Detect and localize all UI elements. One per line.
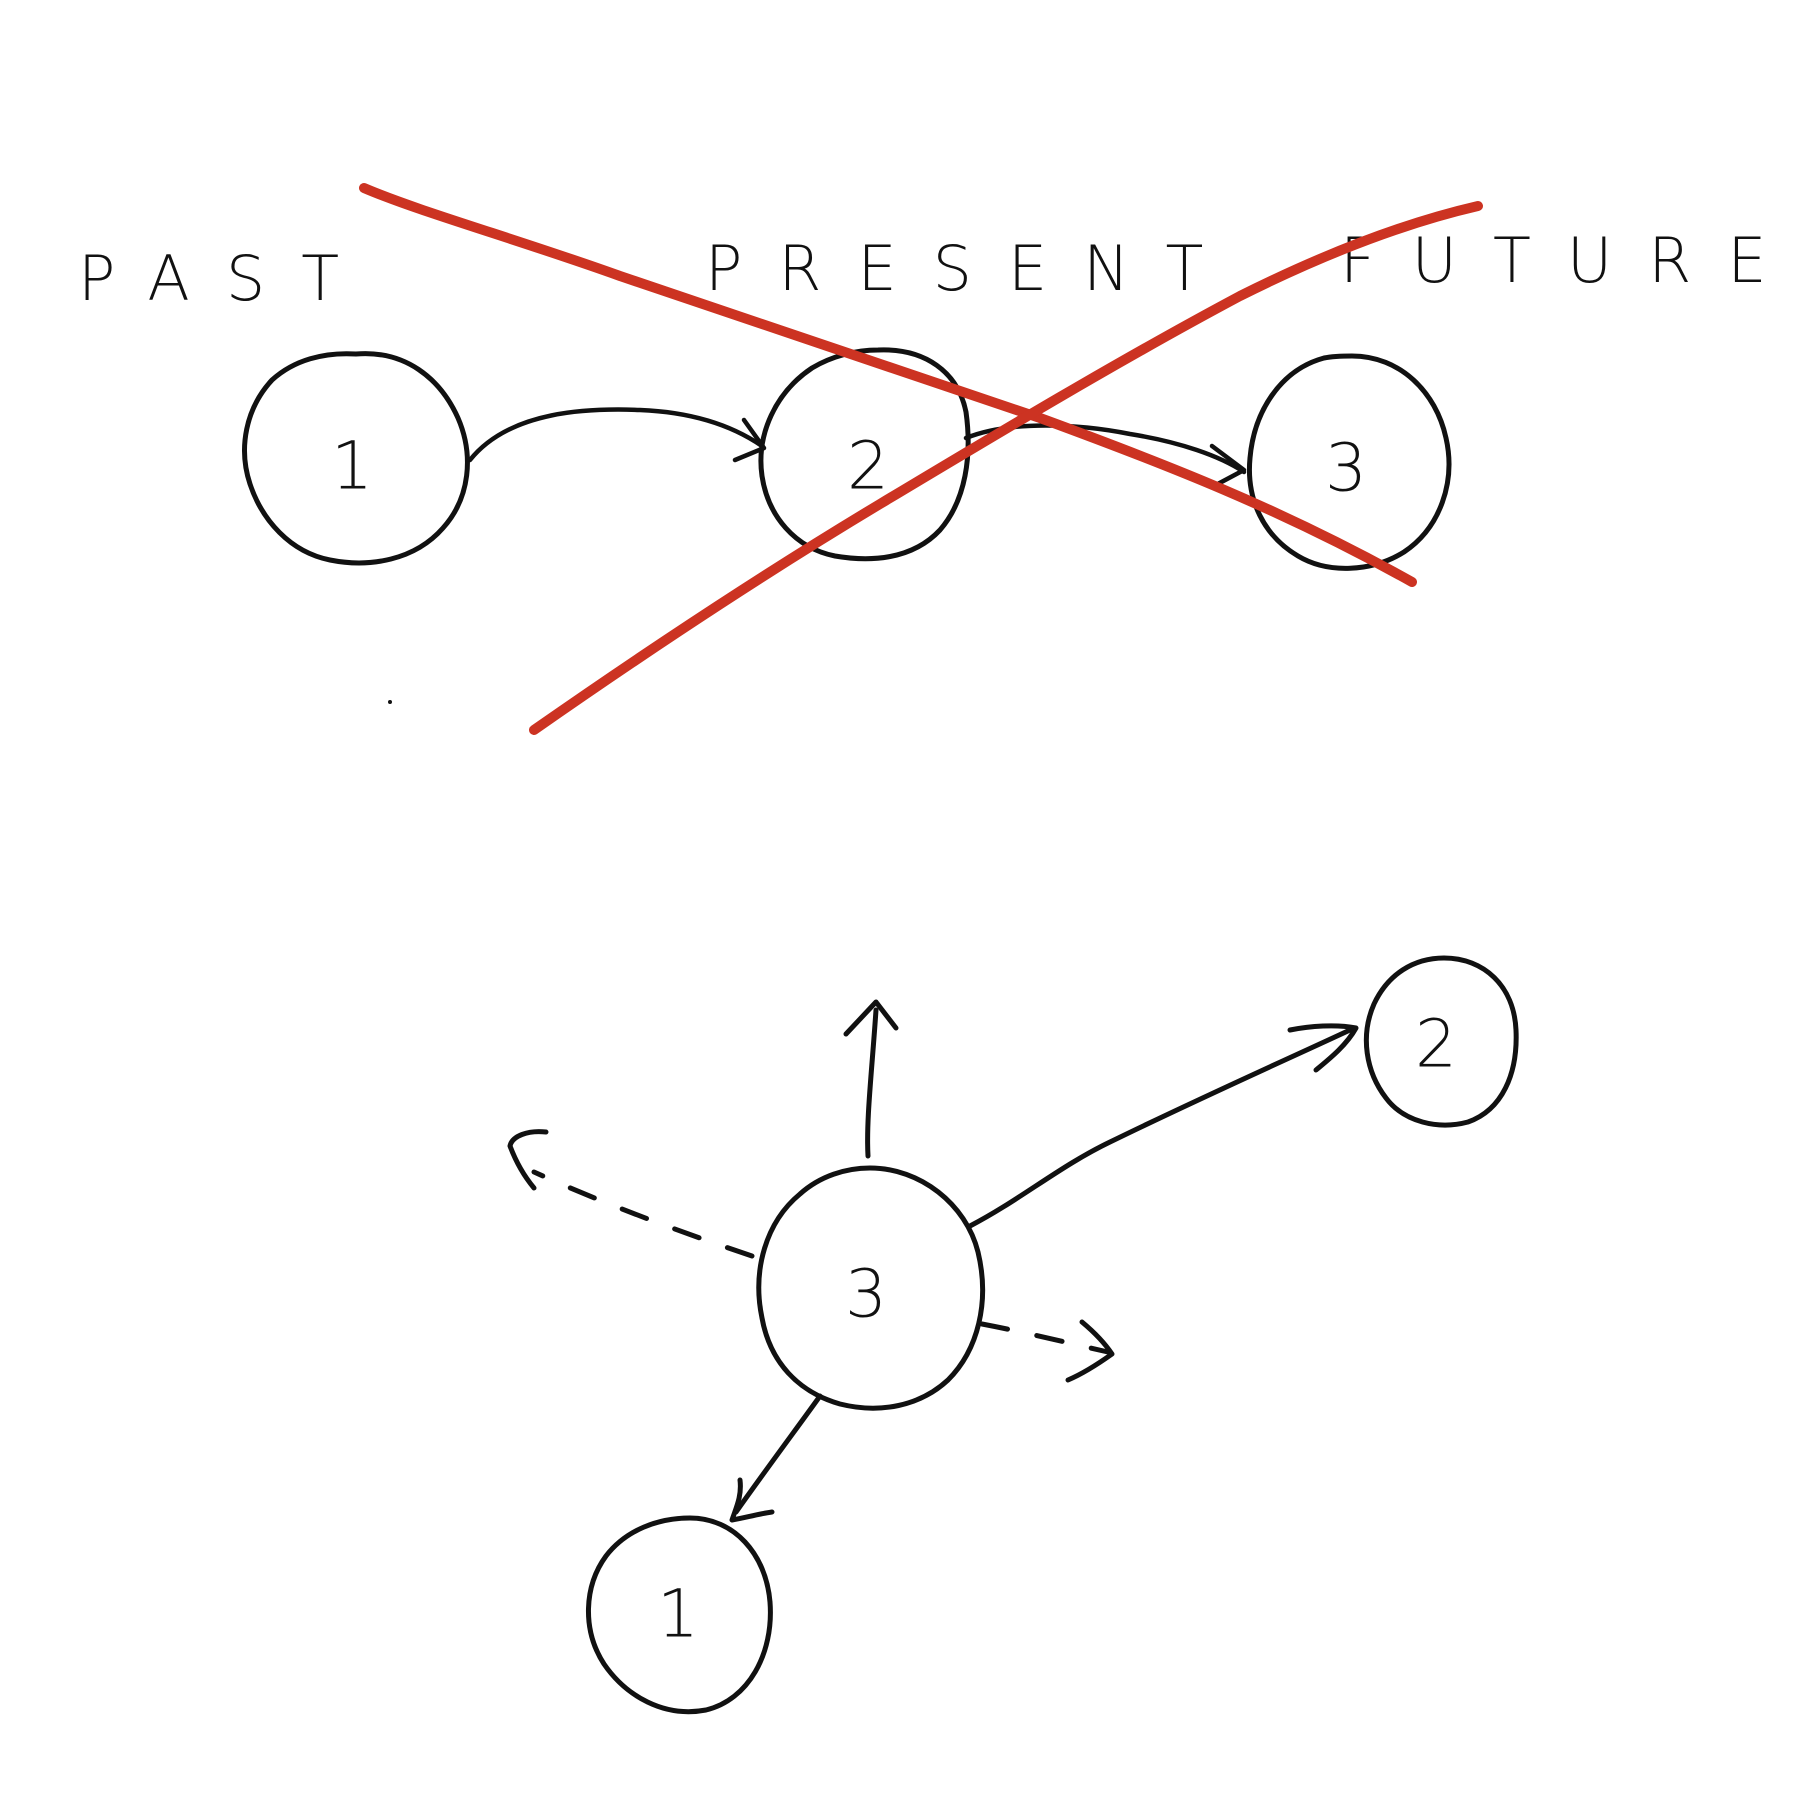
graph-arrow-up xyxy=(865,1007,879,1159)
graph-dashed-arrow-right xyxy=(979,1321,1111,1355)
stray-ink-dot xyxy=(388,700,392,704)
past-label: PAST xyxy=(78,242,375,315)
graph-node-1-circle xyxy=(586,1515,773,1715)
graph-center-node-circle xyxy=(756,1165,986,1411)
graph-arrowhead-to-node-1 xyxy=(729,1477,775,1523)
graph-node-2-label: 2 xyxy=(1415,1006,1457,1083)
graph-node-2-circle xyxy=(1363,955,1519,1128)
graph-arrowhead-to-node-2 xyxy=(1287,1023,1359,1073)
graph-center-node-label: 3 xyxy=(845,1256,887,1333)
graph-dashed-arrowhead-up-left xyxy=(507,1129,549,1191)
timeline-node-3-circle xyxy=(1246,353,1452,571)
graph-arrow-to-node-1 xyxy=(733,1393,823,1515)
graph-node-1-label: 1 xyxy=(657,1576,699,1653)
graph-arrow-to-node-2 xyxy=(967,1027,1353,1229)
timeline-node-3-label: 3 xyxy=(1325,430,1367,507)
graph-dashed-arrowhead-right xyxy=(1065,1319,1115,1383)
timeline-arrowhead-1-to-2 xyxy=(732,417,767,463)
timeline-node-2-label: 2 xyxy=(847,428,889,505)
timeline-arrow-1-to-2 xyxy=(467,407,765,463)
timeline-arrowhead-2-to-3 xyxy=(1209,443,1247,489)
timeline-node-2-circle xyxy=(758,347,971,562)
future-label: FUTURE xyxy=(1340,224,1803,297)
cross-out-stroke-ascending xyxy=(529,201,1483,735)
radial-graph: 3 2 1 xyxy=(388,700,1519,1715)
linear-timeline: PAST PRESENT FUTURE 1 2 3 xyxy=(78,183,1803,735)
cross-out-stroke-descending xyxy=(359,183,1417,587)
graph-arrowhead-up xyxy=(843,999,899,1037)
present-label: PRESENT xyxy=(705,232,1239,305)
timeline-node-1-label: 1 xyxy=(331,428,373,505)
timeline-node-1-circle xyxy=(242,351,470,566)
graph-dashed-arrow-up-left xyxy=(531,1169,755,1259)
